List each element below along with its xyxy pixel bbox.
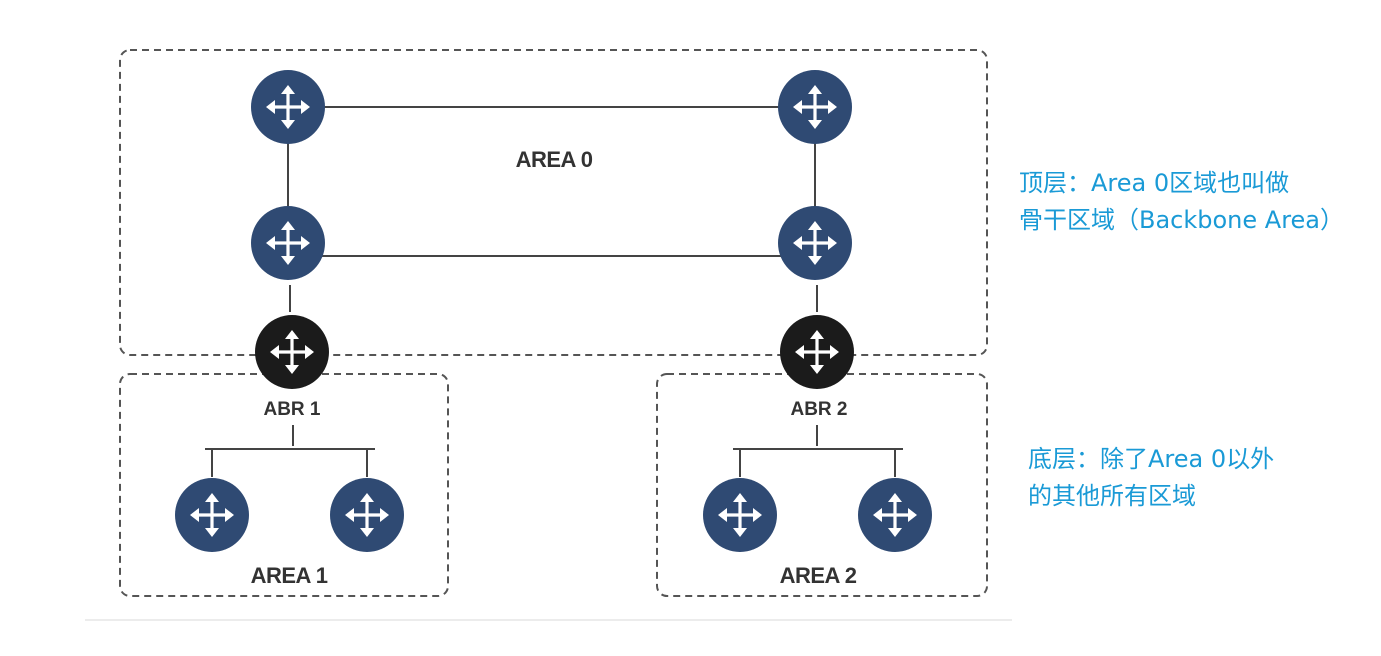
area0-boundary [119, 49, 988, 356]
area2-label: AREA 2 [780, 563, 857, 588]
router-icon [175, 478, 249, 552]
router-icon [251, 70, 325, 144]
router-icon [703, 478, 777, 552]
area2-boundary [656, 373, 988, 597]
abr2-label: ABR 2 [790, 399, 847, 420]
abr-router-icon [255, 315, 329, 389]
area1-boundary [119, 373, 449, 597]
bottom-note-line2: 的其他所有区域 [1028, 482, 1196, 510]
area0-label: AREA 0 [516, 147, 593, 172]
bottom-note-line1: 底层：除了Area 0以外 [1028, 445, 1275, 473]
top-note-line1: 顶层：Area 0区域也叫做 [1019, 169, 1290, 197]
abr1-label: ABR 1 [263, 399, 320, 420]
top-layer-note: 顶层：Area 0区域也叫做 骨干区域（Backbone Area） [1019, 165, 1344, 239]
router-icon [778, 70, 852, 144]
bottom-layer-note: 底层：除了Area 0以外 的其他所有区域 [1028, 441, 1274, 515]
router-icon [330, 478, 404, 552]
router-icon [858, 478, 932, 552]
area1-label: AREA 1 [251, 563, 328, 588]
router-icon [778, 206, 852, 280]
router-icon [251, 206, 325, 280]
area1-links [205, 425, 375, 477]
abr-router-icon [780, 315, 854, 389]
top-note-line2: 骨干区域（Backbone Area） [1019, 206, 1345, 234]
area0-links [287, 106, 818, 312]
area2-links [733, 425, 903, 477]
